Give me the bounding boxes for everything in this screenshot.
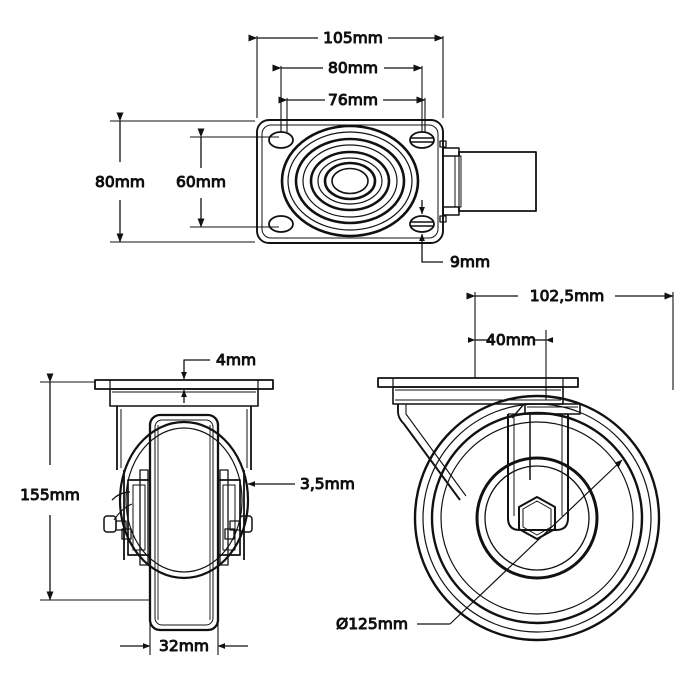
front-view-axle-fittings: [103, 491, 253, 540]
side-view: 102,5mm 40mm: [336, 287, 674, 642]
dimension-32mm: 32mm: [120, 637, 248, 656]
dimension-80mm-horizontal-label: 80mm: [328, 59, 378, 77]
dimension-155mm: 155mm: [20, 373, 80, 601]
bolt-holes: [268, 131, 435, 233]
side-view-mounting-plate: [377, 377, 579, 405]
dimension-155mm-label: 155mm: [20, 486, 80, 504]
dimension-3-5mm: 3,5mm: [247, 475, 355, 494]
dimension-102-5mm-label: 102,5mm: [530, 287, 605, 305]
side-view-fork-arm: [507, 413, 569, 531]
dimension-diameter-125mm-label: Ø125mm: [336, 615, 408, 633]
front-view-swivel-housing: [116, 405, 252, 470]
dimension-60mm-label: 60mm: [176, 173, 226, 191]
front-view-wheel: [148, 413, 220, 632]
dimension-105mm-label: 105mm: [323, 29, 383, 47]
side-view-hex-axle-nut: [518, 496, 556, 540]
dimension-40mm: 40mm: [467, 331, 554, 350]
dimension-102-5mm: 102,5mm: [466, 287, 674, 306]
dimension-105mm: 105mm: [248, 29, 444, 48]
side-view-wheel: [413, 394, 661, 642]
dimension-80mm-horizontal: 80mm: [272, 59, 423, 78]
side-view-swivel-head: [397, 403, 581, 501]
front-view-fork: [118, 420, 250, 580]
front-view: 155mm 4mm 3,5mm 32mm: [20, 351, 356, 656]
dimension-3-5mm-label: 3,5mm: [300, 475, 355, 493]
dimension-4mm: 4mm: [181, 351, 257, 403]
top-view-extension-lines: [110, 36, 444, 243]
dimension-76mm-label: 76mm: [328, 91, 378, 109]
front-view-mounting-plate: [94, 379, 274, 407]
dimension-80mm-vertical-label: 80mm: [95, 173, 145, 191]
front-view-fork-legs: [127, 469, 241, 566]
mounting-plate-outline: [256, 119, 444, 244]
dimension-76mm: 76mm: [278, 91, 426, 110]
dimension-60mm: 60mm: [176, 128, 226, 228]
dimension-80mm-vertical: 80mm: [95, 112, 145, 243]
top-view: 105mm 80mm 76mm 80mm 60mm: [95, 29, 537, 272]
dimension-4mm-label: 4mm: [216, 351, 256, 369]
swivel-bearing-rings: [280, 124, 420, 238]
dimension-diameter-125mm: Ø125mm: [336, 459, 623, 634]
dimension-9mm: 9mm: [419, 200, 491, 272]
swivel-arm: [439, 140, 537, 223]
dimension-9mm-label: 9mm: [450, 253, 490, 271]
dimension-40mm-label: 40mm: [486, 331, 536, 349]
dimension-32mm-label: 32mm: [159, 637, 209, 655]
